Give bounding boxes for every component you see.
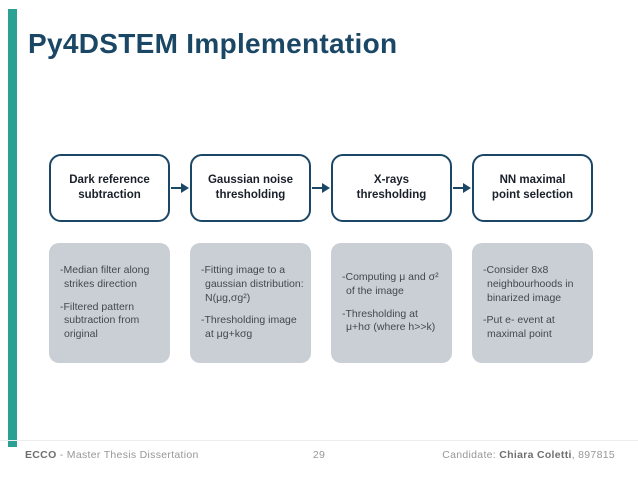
- arrow-line: [171, 186, 181, 190]
- flow-step-gaussian-noise: Gaussian noise thresholding: [190, 154, 311, 222]
- flow-step-nn-maximal: NN maximal point selection: [472, 154, 593, 222]
- detail-bullet: -Fitting image to a gaussian distributio…: [201, 263, 304, 304]
- footer-divider: [0, 440, 638, 441]
- detail-bullet: -Thresholding at μ+hσ (where h>>k): [342, 307, 436, 334]
- accent-bar: [8, 9, 17, 447]
- detail-bullet: -Median filter along strikes direction: [60, 263, 150, 290]
- flow-step-label: X-rays thresholding: [356, 174, 427, 201]
- footer: ECCO - Master Thesis Dissertation 29 Can…: [0, 449, 638, 465]
- flow-step-label: Gaussian noise thresholding: [207, 174, 293, 201]
- flow-step-dark-reference-details: -Median filter along strikes direction -…: [49, 243, 170, 363]
- arrow-head: [322, 183, 330, 193]
- footer-candidate-prefix: Candidate:: [442, 449, 500, 461]
- flow-diagram: Dark reference subtraction Gaussian nois…: [49, 154, 593, 363]
- arrow-right-icon: [171, 183, 189, 193]
- footer-thesis-label: ECCO - Master Thesis Dissertation: [25, 449, 199, 461]
- footer-ecco: ECCO: [25, 449, 57, 461]
- page-number: 29: [312, 449, 326, 461]
- arrow-line: [312, 186, 322, 190]
- flow-step-label: NN maximal point selection: [491, 174, 574, 201]
- flow-step-xrays: X-rays thresholding: [331, 154, 452, 222]
- flow-step-nn-maximal-details: -Consider 8x8 neighbourhoods in binarize…: [472, 243, 593, 363]
- detail-bullet: -Put e- event at maximal point: [483, 314, 555, 341]
- flow-step-xrays-details: -Computing μ and σ² of the image -Thresh…: [331, 243, 452, 363]
- page-title: Py4DSTEM Implementation: [28, 28, 398, 59]
- flow-step-label: Dark reference subtraction: [69, 174, 150, 201]
- footer-candidate-name: Chiara Coletti: [499, 449, 572, 461]
- flow-step-dark-reference: Dark reference subtraction: [49, 154, 170, 222]
- detail-bullet: -Computing μ and σ² of the image: [342, 270, 439, 297]
- flow-step-gaussian-noise-details: -Fitting image to a gaussian distributio…: [190, 243, 311, 363]
- footer-candidate-id: , 897815: [571, 449, 615, 461]
- detail-bullet: -Filtered pattern subtraction from origi…: [60, 300, 140, 341]
- arrow-head: [181, 183, 189, 193]
- arrow-head: [463, 183, 471, 193]
- detail-bullet: -Consider 8x8 neighbourhoods in binarize…: [483, 263, 574, 304]
- arrow-right-icon: [312, 183, 330, 193]
- arrow-right-icon: [453, 183, 471, 193]
- arrow-line: [453, 186, 463, 190]
- footer-thesis-text: - Master Thesis Dissertation: [56, 449, 199, 461]
- detail-bullet: -Thresholding image at μg+kσg: [201, 314, 297, 341]
- footer-candidate: Candidate: Chiara Coletti, 897815: [442, 449, 615, 461]
